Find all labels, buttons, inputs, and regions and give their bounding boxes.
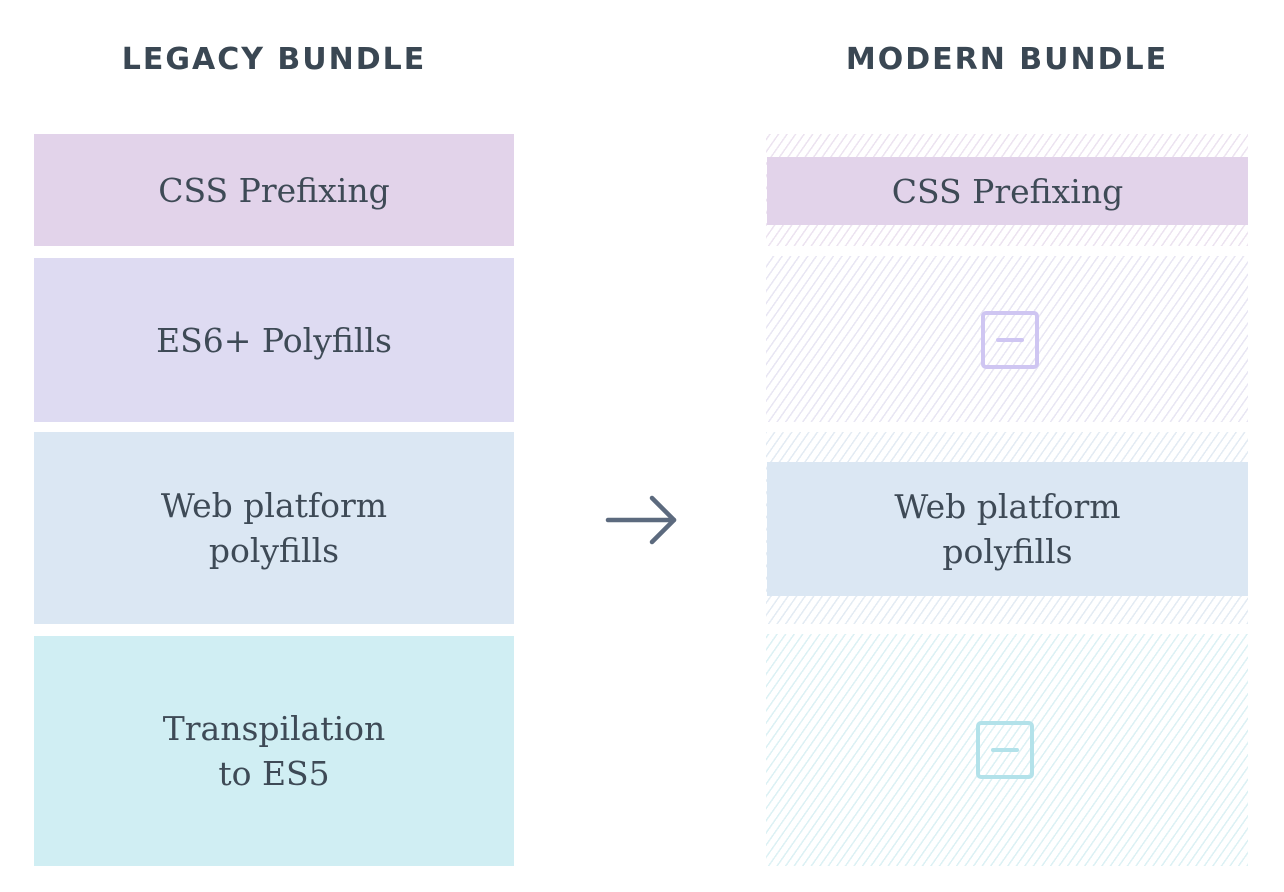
legacy-css-prefixing-block: CSS Prefixing (34, 134, 514, 246)
legacy-web-platform-polyfills-block: Web platform polyfills (34, 432, 514, 624)
legacy-transpilation-block: Transpilation to ES5 (34, 636, 514, 866)
block-label: ES6+ Polyfills (156, 320, 392, 360)
modern-bundle-title: MODERN BUNDLE (845, 42, 1169, 77)
block-label: Transpilation to ES5 (162, 709, 386, 793)
modern-web-platform-polyfills-block: Web platform polyfills (767, 462, 1248, 596)
legacy-bundle-title: LEGACY BUNDLE (121, 42, 427, 77)
block-label: Web platform polyfills (160, 486, 388, 570)
modern-css-prefixing-block: CSS Prefixing (767, 157, 1248, 225)
legacy-es6-polyfills-block: ES6+ Polyfills (34, 258, 514, 422)
minus-square-icon (976, 721, 1034, 779)
block-label: CSS Prefixing (158, 170, 390, 210)
block-label: Web platform polyfills (894, 487, 1121, 571)
minus-square-icon (981, 311, 1039, 369)
block-label: CSS Prefixing (891, 171, 1124, 211)
arrow-right-icon (605, 495, 677, 545)
